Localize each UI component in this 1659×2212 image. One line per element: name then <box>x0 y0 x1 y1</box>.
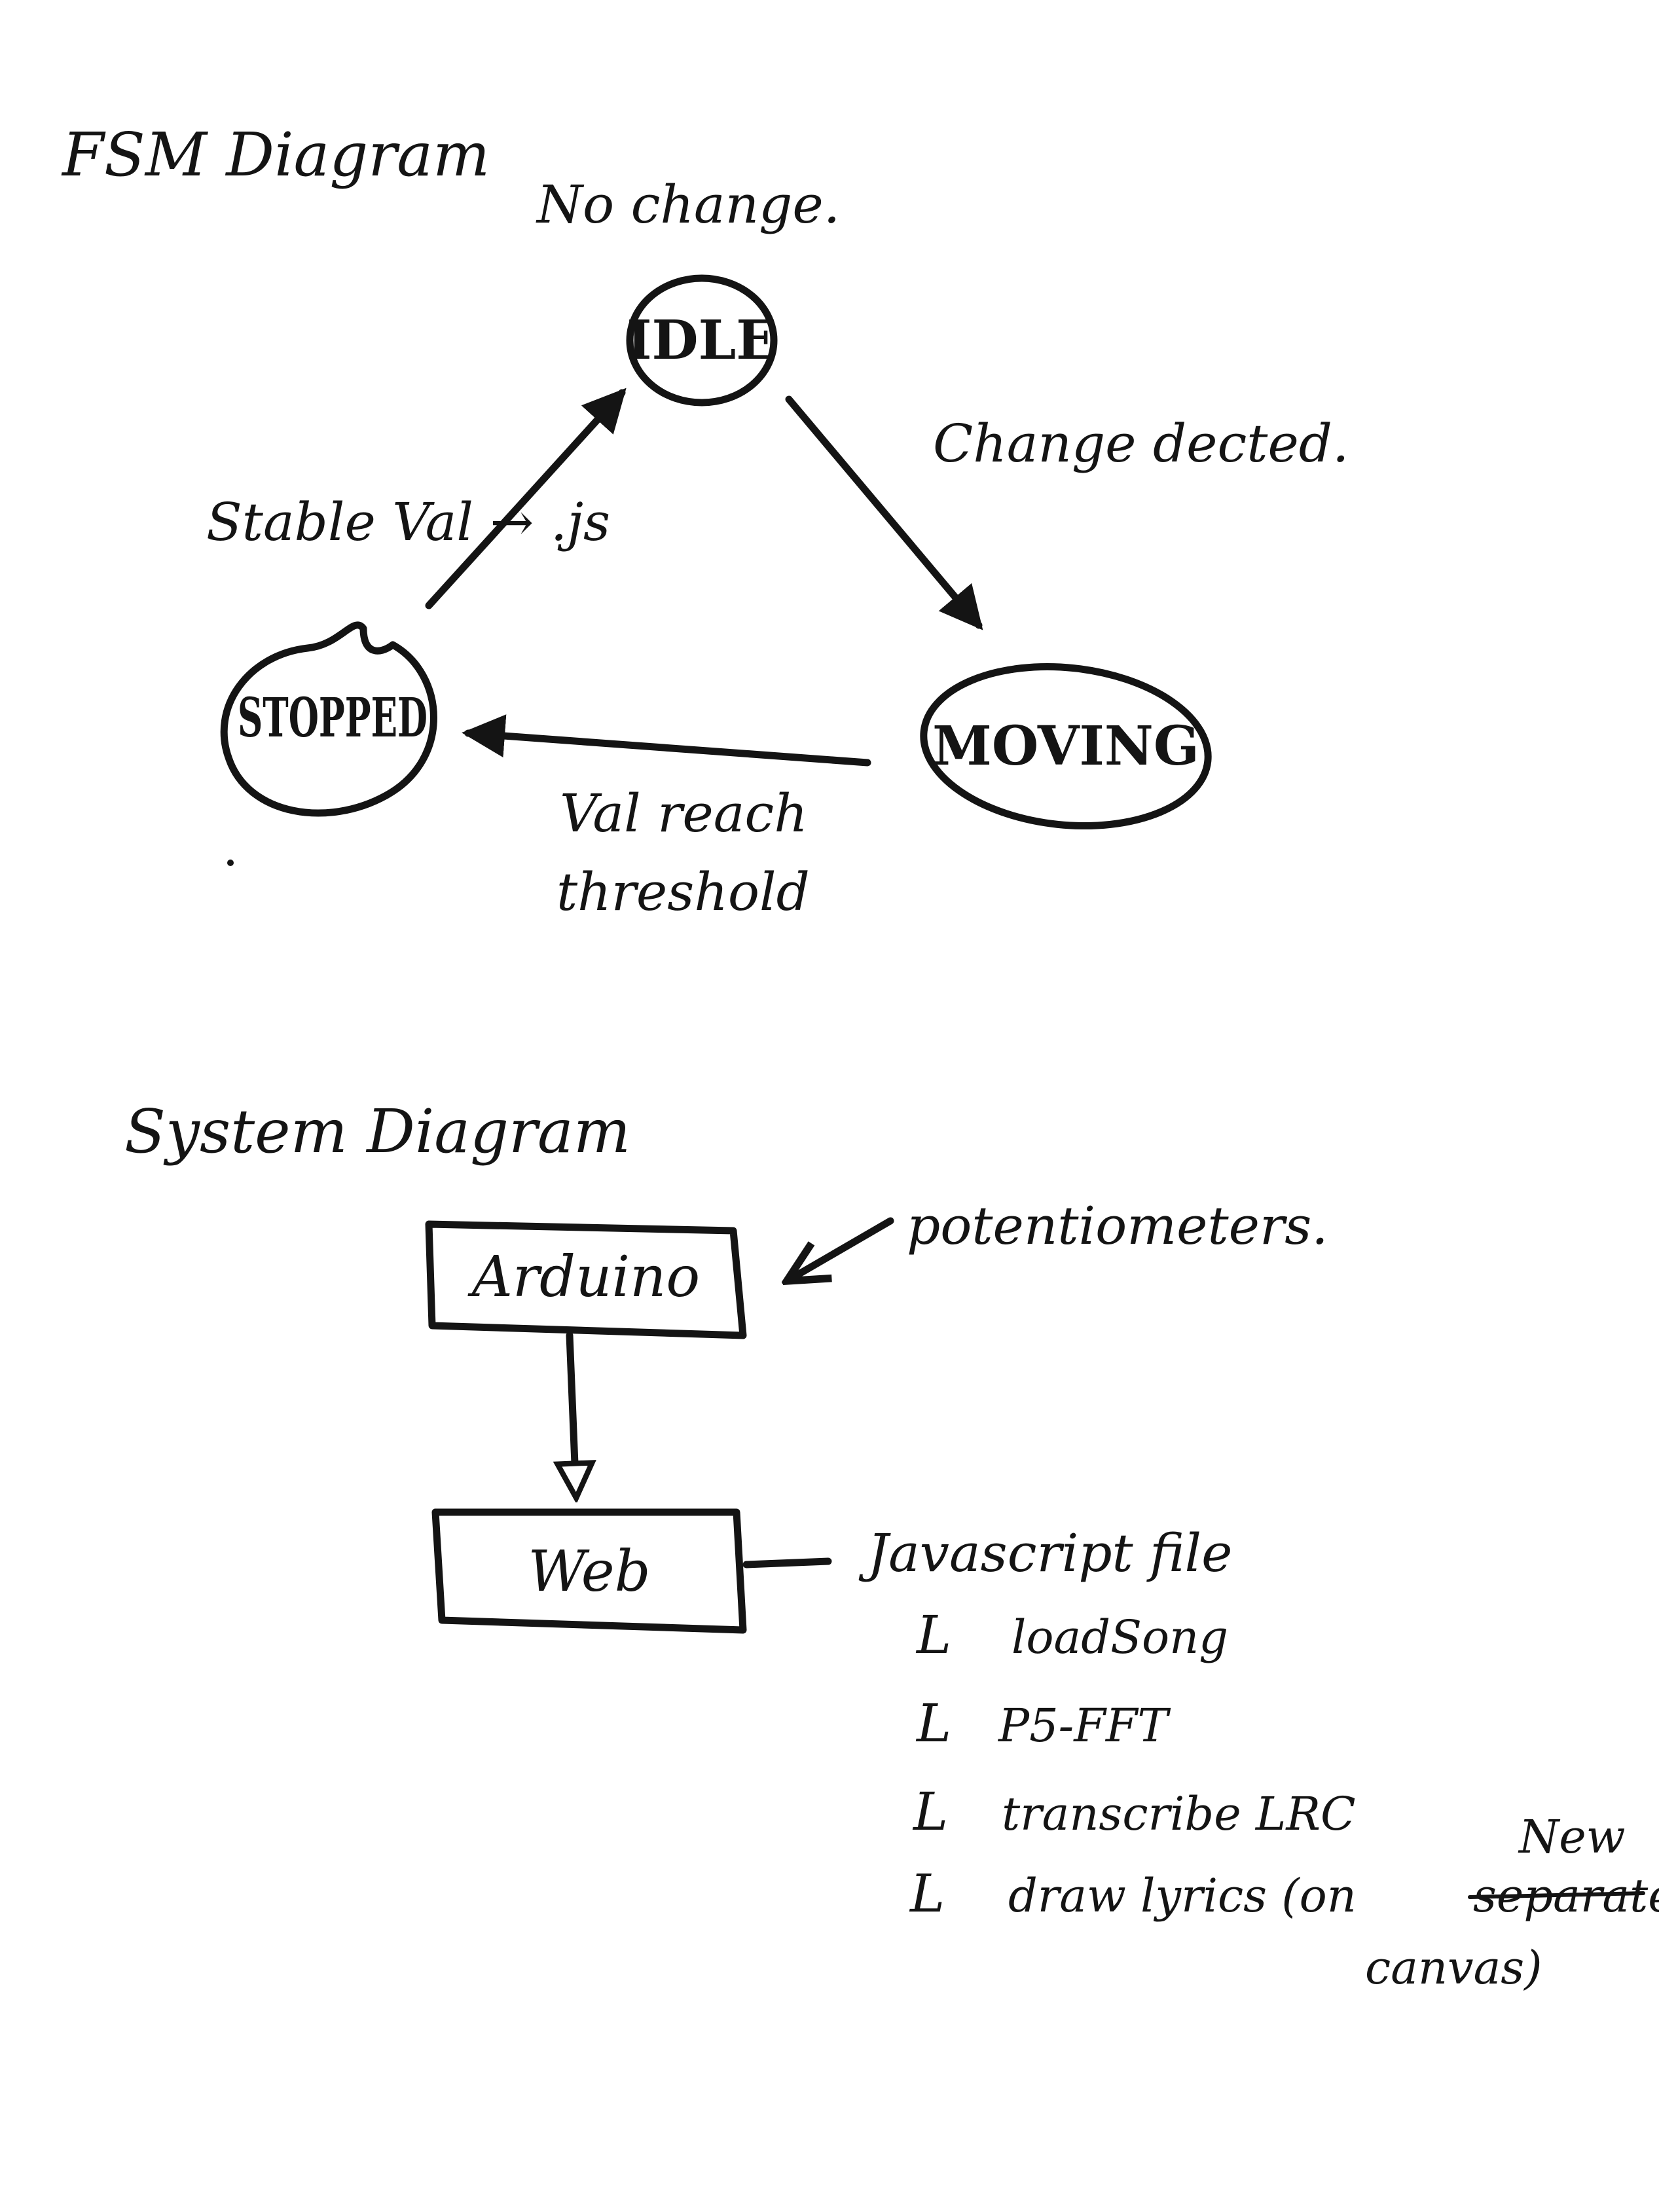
function-item: P5-FFT <box>997 1699 1171 1752</box>
state-stopped-outline <box>220 621 437 817</box>
state-moving-circle <box>920 663 1212 829</box>
moving-to-stopped-label-line2: threshold <box>556 861 810 922</box>
state-idle: IDLE <box>626 274 778 407</box>
canvas-note-insert: New <box>1518 1810 1626 1864</box>
web-block: Web <box>431 1508 747 1634</box>
fsm-title: FSM Diagram <box>61 120 490 190</box>
function-item: transcribe LRC <box>1002 1787 1356 1841</box>
idle-to-moving-label: Change dected. <box>933 413 1349 474</box>
state-moving-label: MOVING <box>932 715 1199 778</box>
canvas-note-end: canvas) <box>1365 1941 1542 1995</box>
moving-to-stopped-label-line1: Val reach <box>560 783 808 844</box>
system-title: System Diagram <box>124 1097 630 1167</box>
state-stopped: STOPPED <box>220 621 437 817</box>
tree-marker: L <box>915 1605 951 1665</box>
tree-marker: L <box>915 1693 951 1754</box>
state-moving: MOVING <box>920 663 1212 829</box>
function-list: L loadSong L P5-FFT L transcribe LRC L d… <box>909 1605 1659 1995</box>
arrow-stopped-to-idle <box>425 388 627 609</box>
web-file-label: Javascript file <box>858 1523 1232 1584</box>
web-label: Web <box>528 1539 650 1605</box>
arduino-label: Arduino <box>467 1244 700 1310</box>
arduino-block: Arduino <box>425 1220 747 1339</box>
arduino-input-label: potentiometers. <box>907 1195 1328 1256</box>
function-item: draw lyrics (on <box>1008 1869 1357 1923</box>
strikethrough-line <box>1468 1891 1645 1899</box>
arrow-moving-to-stopped <box>462 714 871 767</box>
tree-marker: L <box>909 1863 945 1924</box>
state-idle-label: IDLE <box>627 309 777 372</box>
arrow-idle-to-moving <box>785 395 983 630</box>
tree-marker: L <box>912 1781 948 1842</box>
web-box <box>431 1508 747 1634</box>
web-to-js-connector <box>742 1557 832 1568</box>
state-stopped-label: STOPPED <box>238 687 428 750</box>
stray-dot <box>227 860 234 866</box>
arrow-arduino-to-web <box>570 1332 576 1496</box>
arduino-box <box>425 1220 747 1339</box>
idle-self-label: No change. <box>536 174 840 235</box>
function-item: loadSong <box>1012 1610 1228 1664</box>
state-idle-circle <box>626 274 778 407</box>
stopped-to-idle-label: Stable Val → .js <box>206 492 610 553</box>
arrow-potentiometers-to-arduino <box>789 1217 894 1280</box>
